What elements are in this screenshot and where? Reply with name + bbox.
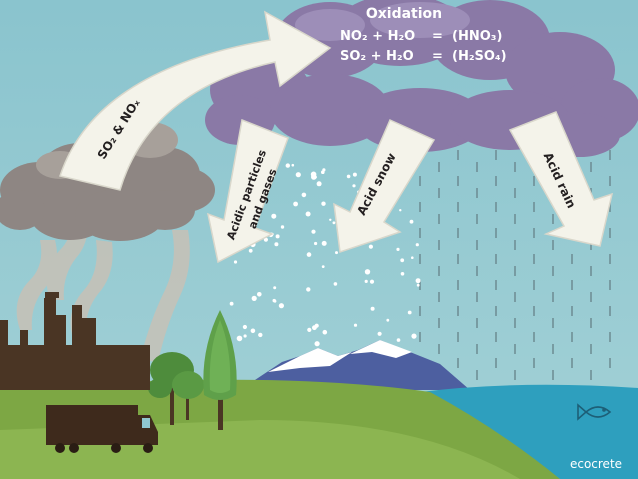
snow-dot [243,334,247,338]
snow-dot [250,328,256,334]
emission-arrow [59,10,332,191]
snow-dot [411,333,417,339]
snow-dot [333,282,338,286]
snow-dot [400,258,405,263]
snow-dot [329,218,332,221]
snow-dot [396,338,401,342]
snow-dot [409,219,414,224]
snow-dot [301,192,307,198]
snow-dot [271,213,277,219]
reaction-2-eq: = [432,49,443,64]
storm-cloud-highlight [295,2,470,41]
snow-dot [399,209,402,212]
snow-dot [312,325,317,331]
snow-dot [310,171,317,178]
snow-dot [332,221,336,225]
snow-dot [306,287,311,292]
reaction-2-right: (H₂SO₄) [452,49,507,64]
mountains [240,340,470,390]
snow-dot [352,184,356,188]
snow-dot [407,310,412,315]
snow-dot [386,318,390,322]
snow-dot [321,265,325,268]
snow-dot [368,244,373,249]
trees [148,310,237,430]
snow-dot [415,243,419,247]
snow-dot [322,329,328,335]
snow-dot [370,306,375,311]
snow-dot [229,301,234,306]
snow-dot [236,335,243,342]
snow-dot [278,303,284,309]
snow-dot [307,327,312,332]
snow-dot [314,341,320,347]
snow-dot [280,225,285,229]
snow-dot [400,272,405,276]
snow-dot [416,283,420,287]
snow-dot [275,234,280,239]
snow-dot [346,174,351,179]
snow-dot [353,323,358,327]
snow-dot [415,278,421,284]
lake-water [420,384,638,479]
snow-dot [305,211,311,217]
snow-dot [369,279,375,284]
reaction-2-left: SO₂ + H₂O [340,49,414,64]
arrow-acid-snow [333,119,436,254]
snow-dot [377,331,382,336]
truck [46,405,158,453]
arrow-acid-rain [508,111,614,247]
snow-dot [258,332,263,338]
snow-dot [321,240,327,246]
snow-dot [314,241,318,246]
snow-dot [251,295,257,301]
snow-dot [291,163,295,167]
snow-dot [293,201,298,207]
snow-dot [295,172,301,178]
snow-dot [257,292,262,297]
fish-icon [577,403,612,421]
reaction-1-left: NO₂ + H₂O [340,29,415,44]
snow-dot [248,248,253,253]
arrow-acidic-particles [206,118,289,264]
oxidation-heading: Oxidation [366,6,442,22]
snow-dot [316,181,322,187]
snow-dot [352,172,357,177]
snow-dot [364,279,368,283]
snow-dot [233,260,238,264]
snow-dot [306,252,312,257]
reaction-1-eq: = [432,29,443,44]
snow-dot [321,201,326,206]
snow-dot [263,237,268,242]
brand-label: ecocrete [570,457,622,471]
factory [0,292,150,390]
snow-dot [396,247,400,251]
snow-dot [321,170,325,174]
snow-dot [335,251,338,255]
snow-dot [311,229,316,234]
snow-dot [285,163,290,168]
snow-dot [273,286,277,290]
reaction-1-right: (HNO₃) [452,29,502,44]
snow-dot [274,242,279,247]
snow-dot [411,256,414,260]
snow-dot [364,269,371,275]
snow-dot [272,298,276,303]
snow-dot [242,324,247,330]
